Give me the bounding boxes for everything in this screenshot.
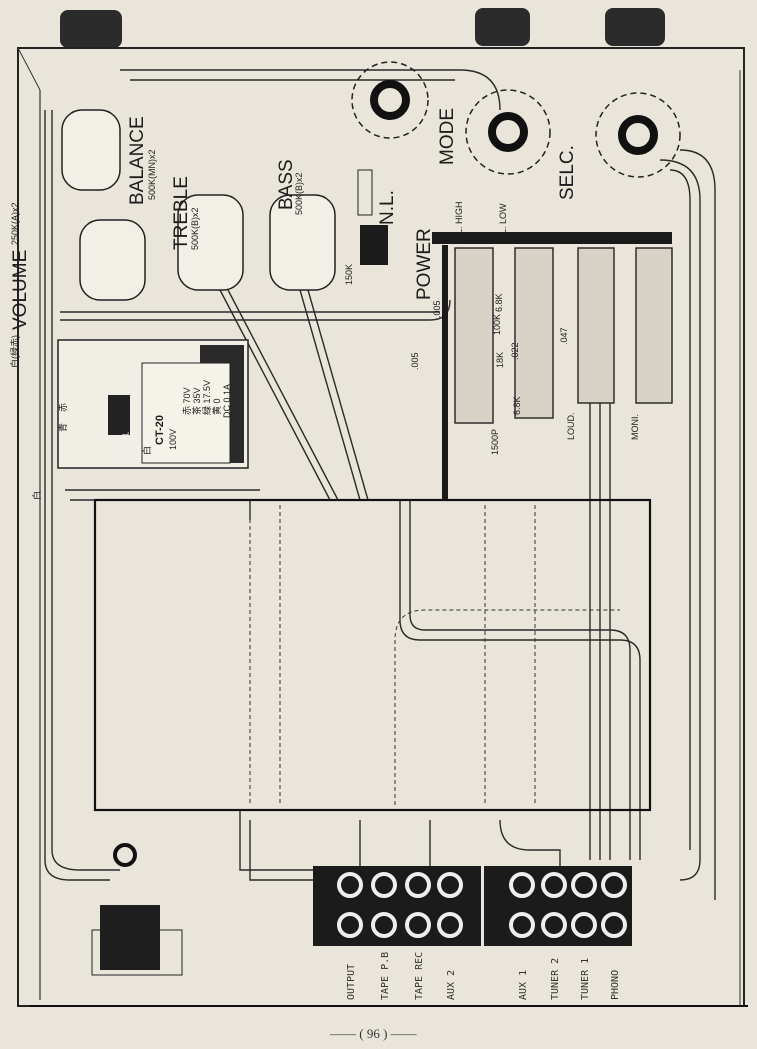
jack-socket-icon <box>437 872 463 898</box>
volume-spec: 250K(A)x2 <box>10 202 20 245</box>
jack-socket-icon <box>541 912 567 938</box>
treble-spec: 500K(B)x2 <box>190 207 200 250</box>
moni-label: MONI. <box>630 414 640 440</box>
nl-switch-icon <box>360 225 388 265</box>
fil-low-label: FIL. LOW <box>498 203 508 242</box>
transformer-wire-blue: 青 <box>57 423 68 432</box>
jack-socket-icon <box>509 872 535 898</box>
jack-label: OUTPUT <box>346 964 357 1000</box>
volume-label: VOLUME <box>10 250 31 330</box>
jack-socket-icon <box>337 912 363 938</box>
selector-label: SELC. <box>557 145 578 200</box>
push-switch-block <box>432 232 672 244</box>
cap-047: .047 <box>559 327 569 345</box>
nl-label: N.L. <box>377 190 398 225</box>
loud-label: LOUD. <box>566 412 576 440</box>
transformer-brand: TANGO <box>120 432 130 463</box>
circuit-board <box>93 498 652 812</box>
rotary-switch-icon <box>351 61 681 178</box>
res-68k-a: 6.8K <box>494 293 504 312</box>
jack-socket-icon <box>509 912 535 938</box>
balance-spec: 500K(MN)x2 <box>147 149 157 200</box>
bass-spec: 500K(B)x2 <box>294 172 304 215</box>
jack-socket-icon <box>571 872 597 898</box>
jack-label: AUX 2 <box>446 970 457 1000</box>
switch-deck <box>454 247 673 424</box>
jack-socket-icon <box>337 872 363 898</box>
res-100k: 100K <box>492 314 502 335</box>
jack-socket-icon <box>571 912 597 938</box>
transformer-tap-4: 黄 0 <box>211 398 222 415</box>
jack-label: PHONO <box>610 970 621 1000</box>
transformer-primary-wire: 白 <box>141 446 152 455</box>
jack-socket-icon <box>405 912 431 938</box>
jack-socket-icon <box>601 872 627 898</box>
transformer-tap-3: 緑 17.5V <box>201 380 212 415</box>
jack-label: TAPE P.B <box>380 952 391 1000</box>
mode-label: MODE <box>437 108 458 165</box>
transformer-tap-2: 茶 35V <box>191 387 202 415</box>
jack-socket-icon <box>601 912 627 938</box>
jack-socket-icon <box>437 912 463 938</box>
cap-022: .022 <box>510 342 520 360</box>
fil-high-label: FIL. HIGH <box>454 201 464 242</box>
transformer-wire-red: 赤 <box>58 403 68 412</box>
jack-label: TAPE REC <box>414 952 425 1000</box>
jack-label: AUX 1 <box>518 970 529 1000</box>
power-transformer <box>100 905 160 970</box>
balance-label: BALANCE <box>127 116 148 205</box>
transformer-tap-1: 赤 70V <box>182 387 192 415</box>
cap-005-b: .005 <box>410 352 420 370</box>
bass-label: BASS <box>276 159 297 210</box>
res-68k-b: 6.8K <box>512 396 522 415</box>
jack-socket-icon <box>371 872 397 898</box>
transformer-primary: 100V <box>168 429 178 450</box>
jack-sockets <box>337 872 627 938</box>
wire-harness <box>44 69 716 900</box>
transformer-model: CT-20 <box>154 415 166 445</box>
jack-socket-icon <box>405 872 431 898</box>
jack-socket-icon <box>541 872 567 898</box>
knob-icon <box>60 8 665 48</box>
treble-label: TREBLE <box>171 176 192 250</box>
jack-label: TUNER 2 <box>550 958 561 1000</box>
cap-005-a: .005 <box>432 300 442 318</box>
side-wire-note: 白 <box>31 491 42 500</box>
jack-label: TUNER 1 <box>580 958 591 1000</box>
volume-wire-note: 白(緑赤) <box>9 335 20 368</box>
res-18k: 18K <box>495 352 505 368</box>
board-traces <box>249 505 620 805</box>
power-label: POWER <box>414 228 435 300</box>
potentiometer-icon <box>61 109 336 301</box>
res-150k: 150K <box>344 264 354 285</box>
cap-1500p: 1500P <box>490 429 500 455</box>
transformer-rating: DC 0.1A <box>222 384 232 418</box>
jack-socket-icon <box>371 912 397 938</box>
page-number: —— ( 96 ) —— <box>330 1026 417 1041</box>
